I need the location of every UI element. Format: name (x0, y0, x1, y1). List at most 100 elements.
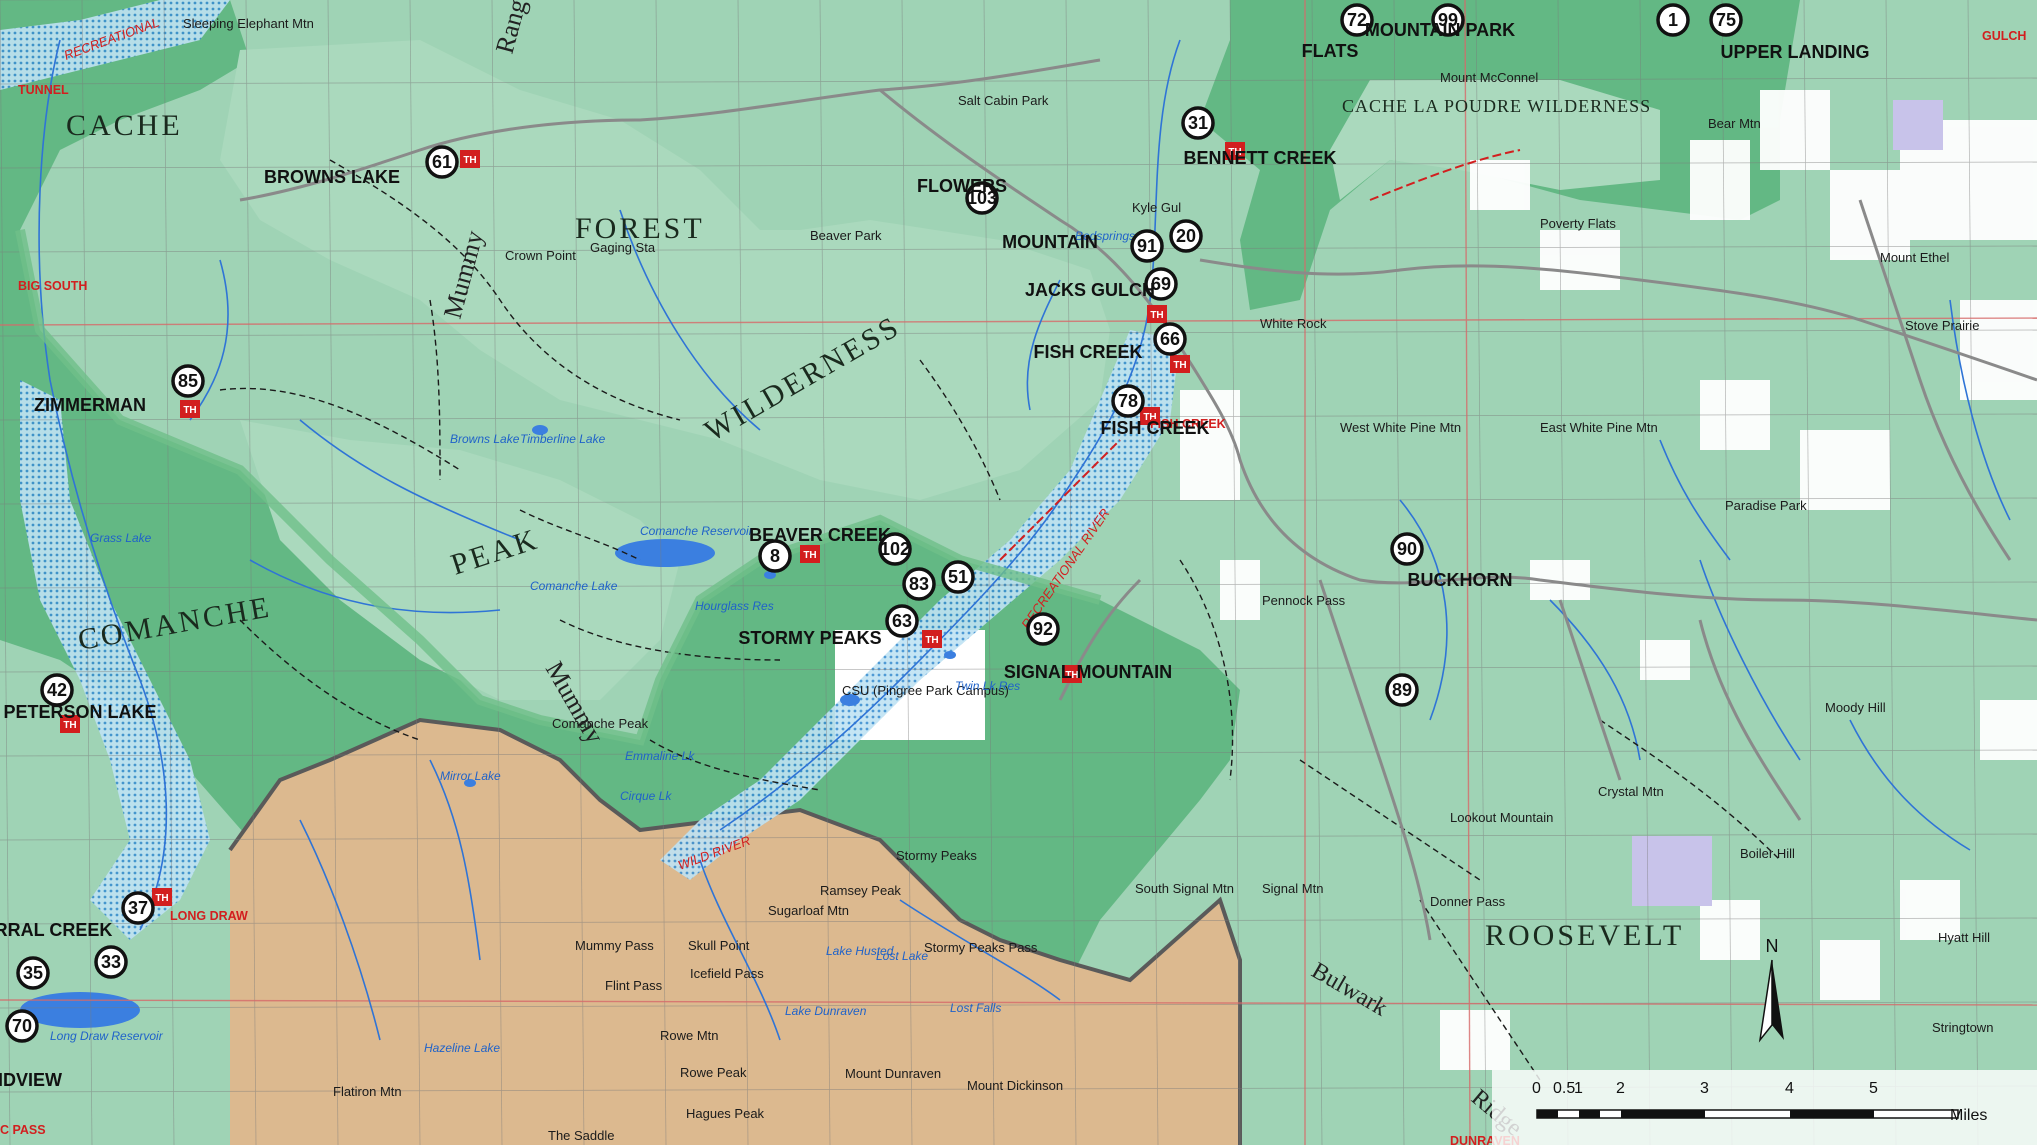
trail-marker-circle[interactable] (1169, 219, 1203, 253)
trail-marker-circle[interactable] (758, 539, 792, 573)
trail-marker-20[interactable]: 20 (1169, 219, 1203, 253)
trail-marker-1[interactable]: 1 (1656, 3, 1690, 37)
trail-marker-number: 35 (23, 963, 43, 983)
trail-marker-number: 42 (47, 680, 67, 700)
trail-marker-circle[interactable] (902, 567, 936, 601)
trail-marker-circle[interactable] (1385, 673, 1419, 707)
trail-marker-circle[interactable] (1390, 532, 1424, 566)
trail-marker-circle[interactable] (965, 181, 999, 215)
trail-marker-circle[interactable] (5, 1009, 39, 1043)
trail-marker-number: 103 (967, 188, 997, 208)
trail-marker-circle[interactable] (1340, 3, 1374, 37)
place-label: Mount Dickinson (967, 1078, 1063, 1093)
place-label: Donner Pass (1430, 894, 1506, 909)
trail-marker-circle[interactable] (1656, 3, 1690, 37)
trail-marker-35[interactable]: 35 (16, 956, 50, 990)
trail-marker-102[interactable]: 102 (878, 532, 912, 566)
trail-marker-circle[interactable] (171, 364, 205, 398)
north-arrow-label: N (1766, 936, 1779, 956)
purple-parcel (1632, 836, 1712, 906)
trail-marker-circle[interactable] (1111, 384, 1145, 418)
label-long-draw: LONG DRAW (170, 909, 248, 923)
long-draw-reservoir (20, 992, 140, 1028)
trailhead-label: CORRAL CREEK (0, 920, 112, 940)
place-label: Flatiron Mtn (333, 1084, 402, 1099)
trail-marker-83[interactable]: 83 (902, 567, 936, 601)
place-label: Beaver Park (810, 228, 882, 243)
trail-marker-number: 75 (1716, 10, 1736, 30)
place-label: Moody Hill (1825, 700, 1886, 715)
trail-marker-circle[interactable] (1153, 322, 1187, 356)
trail-marker-circle[interactable] (885, 604, 919, 638)
trailhead-label: BEAVER CREEK (749, 525, 891, 545)
trail-marker-33[interactable]: 33 (94, 945, 128, 979)
trail-marker-circle[interactable] (1181, 106, 1215, 140)
trail-marker-number: 61 (432, 152, 452, 172)
comanche-reservoir (615, 539, 715, 567)
trail-marker-number: 102 (880, 539, 910, 559)
trail-marker-37[interactable]: 37CORRAL CREEK (0, 891, 155, 940)
place-label: Salt Cabin Park (958, 93, 1049, 108)
trail-marker-circle[interactable] (121, 891, 155, 925)
trail-marker-circle[interactable] (941, 560, 975, 594)
trail-marker-circle[interactable] (94, 945, 128, 979)
trail-marker-number: 91 (1137, 236, 1157, 256)
trail-marker-circle[interactable] (1026, 612, 1060, 646)
trail-marker-51[interactable]: 51 (941, 560, 975, 594)
place-label: Paradise Park (1725, 498, 1807, 513)
place-label: Hourglass Res (695, 599, 774, 613)
svg-text:TH: TH (1228, 147, 1241, 158)
place-label: Lake Dunraven (785, 1004, 867, 1018)
svg-text:TH: TH (1173, 360, 1186, 371)
place-label: Icefield Pass (690, 966, 764, 981)
trailhead-label: GRANDVIEW (0, 1070, 62, 1090)
place-label: Rowe Mtn (660, 1028, 719, 1043)
purple-parcel (1893, 100, 1943, 150)
trail-marker-number: 51 (948, 567, 968, 587)
label-dunraven: DUNRAVEN (1450, 1134, 1520, 1145)
scale-tick-label: 4 (1785, 1080, 1794, 1097)
trail-marker-70[interactable]: 70GRANDVIEW (0, 1009, 62, 1090)
trail-marker-circle[interactable] (425, 145, 459, 179)
trailhead-label: PETERSON LAKE (3, 702, 156, 722)
place-label: Stringtown (1932, 1020, 1993, 1035)
place-label: Crown Point (505, 248, 576, 263)
svg-text:TH: TH (803, 550, 816, 561)
place-label: South Signal Mtn (1135, 881, 1234, 896)
place-label: Grass Lake (90, 531, 152, 545)
trail-marker-circle[interactable] (40, 673, 74, 707)
trail-marker-89[interactable]: 89 (1385, 673, 1419, 707)
trail-marker-circle[interactable] (1130, 229, 1164, 263)
trail-marker-circle[interactable] (1709, 3, 1743, 37)
place-label: Gaging Sta (590, 240, 656, 255)
trailhead-icons: TH TH TH TH TH TH TH TH TH TH TH (60, 142, 1245, 906)
trail-marker-circle[interactable] (16, 956, 50, 990)
svg-text:TH: TH (183, 405, 196, 416)
trail-marker-circle[interactable] (878, 532, 912, 566)
scale-tick-label: 2 (1616, 1080, 1625, 1097)
trailhead-label: FLATS (1302, 41, 1359, 61)
svg-text:TH: TH (155, 893, 168, 904)
place-label: Skull Point (688, 938, 750, 953)
wilderness-name-cache-la-poudre: CACHE LA POUDRE WILDERNESS (1342, 96, 1651, 116)
trail-marker-circle[interactable] (1431, 3, 1465, 37)
trail-marker-circle[interactable] (1144, 267, 1178, 301)
